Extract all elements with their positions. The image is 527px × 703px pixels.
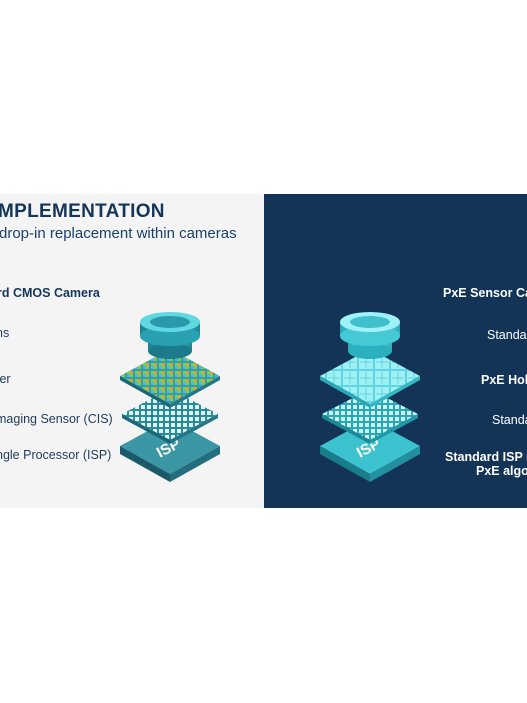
slide-title: MPLEMENTATION — [0, 201, 165, 222]
label-imaging-sensor: maging Sensor (CIS) — [0, 412, 113, 426]
pxe-label-isp: Standard ISP r — [445, 450, 527, 464]
color-filter-shape — [120, 349, 220, 404]
image-sensor-shape — [122, 389, 218, 440]
pxe-lens-shape — [340, 312, 400, 359]
standard-camera-heading: rd CMOS Camera — [0, 286, 100, 300]
standard-stack-svg: ISP — [120, 312, 220, 482]
pxe-camera-heading: PxE Sensor Ca — [443, 286, 527, 300]
pxe-isp-chip-shape: ISP — [320, 419, 420, 482]
label-isp: ngle Processor (ISP) — [0, 448, 112, 462]
slide-subtitle: drop-in replacement within cameras — [0, 225, 237, 242]
pxe-sensor-shape — [322, 389, 418, 440]
pxe-label-sensor: Standa — [492, 413, 527, 427]
standard-camera-illustration: ISP — [110, 194, 230, 494]
label-lens: ns — [0, 326, 10, 340]
pxe-stack-svg: ISP — [320, 312, 420, 482]
pxe-holo-filter-shape — [320, 349, 420, 404]
label-filter: ter — [0, 372, 11, 386]
pxe-label-algorithm: PxE algo — [476, 464, 527, 478]
pxe-camera-illustration: ISP — [310, 194, 430, 494]
pxe-label-lens: Standa — [487, 328, 527, 342]
lens-shape — [140, 312, 200, 359]
slide: MPLEMENTATION drop-in replacement within… — [0, 194, 527, 508]
pxe-label-holo-filter: PxE Hole — [481, 373, 527, 387]
